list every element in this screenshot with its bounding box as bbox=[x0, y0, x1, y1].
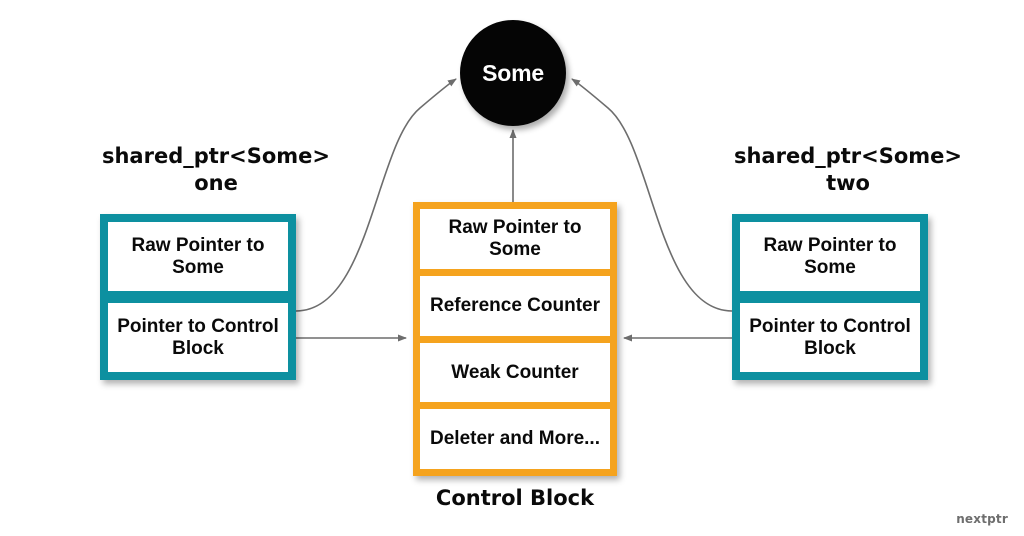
shared-ptr-one-field-raw-pointer[interactable]: Raw Pointer to Some bbox=[108, 222, 288, 291]
control-block-field-raw-pointer[interactable]: Raw Pointer to Some bbox=[420, 209, 610, 269]
shared-ptr-two-title-line1: shared_ptr<Some> bbox=[733, 144, 963, 168]
heap-object-some[interactable]: Some bbox=[460, 20, 566, 126]
heap-object-label: Some bbox=[482, 59, 544, 86]
control-block-field-deleter-and-more[interactable]: Deleter and More... bbox=[420, 409, 610, 469]
shared-ptr-two-box[interactable]: Raw Pointer to Some Pointer to Control B… bbox=[732, 214, 928, 380]
shared-ptr-one-title-line1: shared_ptr<Some> bbox=[101, 144, 331, 168]
watermark-nextptr: nextptr bbox=[956, 512, 1008, 526]
shared-ptr-one-field-control-block-pointer[interactable]: Pointer to Control Block bbox=[108, 303, 288, 372]
control-block-box[interactable]: Raw Pointer to Some Reference Counter We… bbox=[413, 202, 617, 476]
shared-ptr-two-field-raw-pointer[interactable]: Raw Pointer to Some bbox=[740, 222, 920, 291]
control-block-field-reference-counter[interactable]: Reference Counter bbox=[420, 275, 610, 336]
shared-ptr-two-title: shared_ptr<Some> two bbox=[718, 143, 978, 197]
control-block-field-weak-counter[interactable]: Weak Counter bbox=[420, 342, 610, 403]
shared-ptr-two-field-control-block-pointer[interactable]: Pointer to Control Block bbox=[740, 303, 920, 372]
shared-ptr-two-title-line2: two bbox=[826, 170, 870, 195]
shared-ptr-one-box[interactable]: Raw Pointer to Some Pointer to Control B… bbox=[100, 214, 296, 380]
shared-ptr-one-title-line2: one bbox=[194, 170, 238, 195]
control-block-caption: Control Block bbox=[435, 486, 595, 510]
shared-ptr-one-title: shared_ptr<Some> one bbox=[86, 143, 346, 197]
